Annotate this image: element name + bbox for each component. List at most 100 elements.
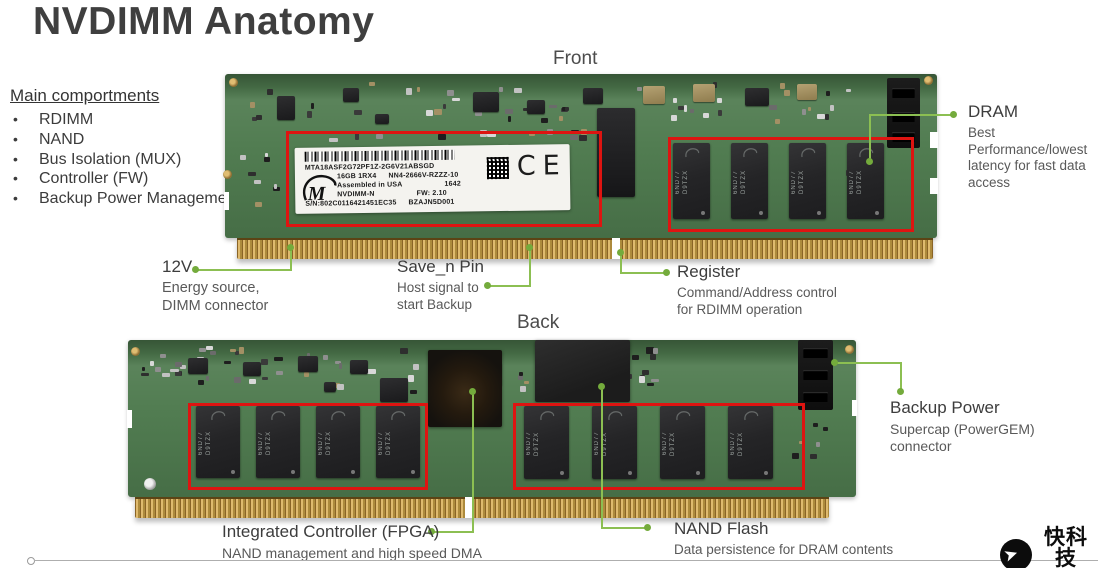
micron-swirl-icon xyxy=(539,411,554,421)
controller-callout-line xyxy=(434,531,474,533)
smd-component xyxy=(779,83,785,89)
smd-component xyxy=(256,115,262,120)
compartments-heading: Main comportments xyxy=(10,86,160,105)
twelve-v-callout-dot xyxy=(287,244,294,251)
callout-dram-desc: Best Performance/lowest latency for fast… xyxy=(968,125,1088,190)
callout-save-n-desc2: start Backup xyxy=(397,296,473,312)
ic-chip xyxy=(583,88,603,104)
edge-notch xyxy=(930,132,938,148)
smd-component xyxy=(409,390,417,394)
pin1-dot xyxy=(231,470,235,474)
inductor-component xyxy=(797,84,817,100)
callout-register-desc1: Command/Address control xyxy=(677,285,837,300)
ic-chip xyxy=(473,92,499,112)
highlight-box-nand-flash xyxy=(513,403,805,490)
pin-key-notch xyxy=(612,238,620,259)
callout-backup-power-desc: Supercap (PowerGEM) connector xyxy=(890,421,1035,454)
smd-component xyxy=(329,138,338,142)
pin1-dot xyxy=(696,471,700,475)
smd-component xyxy=(262,376,269,381)
edge-notch xyxy=(930,178,938,194)
pin1-dot xyxy=(764,471,768,475)
smd-component xyxy=(447,90,454,96)
smd-component xyxy=(155,366,161,372)
pin-key-notch xyxy=(465,497,473,518)
smd-component xyxy=(519,372,523,377)
smd-component xyxy=(160,354,167,358)
backup-power-callout-line xyxy=(836,362,902,364)
smd-component xyxy=(812,422,818,428)
ic-chip xyxy=(277,96,295,120)
pin1-dot xyxy=(628,471,632,475)
edge-notch xyxy=(852,400,857,416)
smd-component xyxy=(180,364,187,370)
back-dimm-photo: 6ND77 D9TZX 6ND77 D9TZX 6ND77 D9TZX 6ND7… xyxy=(127,340,857,518)
dram-chip: 6ND77 D9TZX xyxy=(592,406,637,479)
callout-save-n-desc1: Host signal to xyxy=(397,280,479,295)
front-dimm-photo: M MTA18ASF2G72PF1Z-2G6V21ABSGD 16GB 1RX4… xyxy=(223,74,938,259)
ic-chip xyxy=(350,360,368,374)
smd-component xyxy=(631,354,639,360)
dram-chip: 6ND77 D9TZX xyxy=(524,406,569,479)
pin1-dot xyxy=(291,470,295,474)
smd-component xyxy=(335,360,341,364)
connector-slot xyxy=(892,112,915,122)
register-callout-dot xyxy=(663,269,670,276)
callout-save-n-title: Save_n Pin xyxy=(397,257,484,276)
smd-component xyxy=(702,112,710,119)
smd-component xyxy=(650,353,657,360)
smd-component xyxy=(670,115,677,122)
smd-component xyxy=(548,104,558,109)
pin1-dot xyxy=(875,211,879,215)
save-n-callout-line xyxy=(529,248,531,287)
smd-component xyxy=(141,366,146,372)
edge-notch xyxy=(127,410,132,428)
dram-chip: 6ND77 D9TZX xyxy=(847,143,884,219)
dram-callout-dot xyxy=(866,158,873,165)
micron-swirl-icon xyxy=(742,148,757,158)
dram-callout-dot xyxy=(950,111,957,118)
smd-component xyxy=(558,116,564,121)
backup-power-callout-dot xyxy=(831,359,838,366)
smd-component xyxy=(175,370,181,376)
compartment-item: Backup Power Management xyxy=(10,189,240,209)
smd-component xyxy=(791,453,800,459)
smd-component xyxy=(639,375,645,383)
callout-12v: 12V Energy source, DIMM connector xyxy=(162,257,268,315)
smd-component xyxy=(406,88,412,95)
ic-chip xyxy=(243,362,261,376)
dram-chip: 6ND77 D9TZX xyxy=(196,406,240,478)
smd-component xyxy=(263,156,270,162)
smd-component xyxy=(408,375,414,383)
watermark-brand: 快科技 xyxy=(1044,526,1088,568)
pin1-dot xyxy=(411,470,415,474)
register-callout-line xyxy=(620,253,622,274)
micron-swirl-icon xyxy=(743,411,758,421)
nand-callout-line xyxy=(601,527,646,529)
smd-component xyxy=(499,87,503,92)
save-n-callout-dot xyxy=(526,244,533,251)
compartment-item: NAND xyxy=(10,130,240,150)
smd-component xyxy=(799,440,804,444)
twelve-v-callout-line xyxy=(197,269,292,271)
callout-12v-desc: Energy source, DIMM connector xyxy=(162,280,268,315)
compartments-list: RDIMMNANDBus Isolation (MUX)Controller (… xyxy=(10,110,240,209)
callout-register-desc2: for RDIMM operation xyxy=(677,301,803,317)
smd-component xyxy=(234,376,241,383)
smd-component xyxy=(807,107,811,112)
smd-component xyxy=(845,88,851,93)
register-callout-dot xyxy=(617,249,624,256)
smd-component xyxy=(578,134,588,142)
backup-power-callout-dot xyxy=(897,388,904,395)
smd-component xyxy=(310,103,315,110)
smd-component xyxy=(801,108,807,116)
smd-component xyxy=(367,369,376,374)
smd-component xyxy=(239,154,246,160)
mounting-hole xyxy=(131,347,140,356)
dram-chip: 6ND77 D9TZX xyxy=(731,143,768,219)
back-edge-pins xyxy=(135,497,829,518)
smd-component xyxy=(205,346,214,350)
ic-chip xyxy=(298,356,318,372)
footer-rule-cap xyxy=(27,557,35,565)
